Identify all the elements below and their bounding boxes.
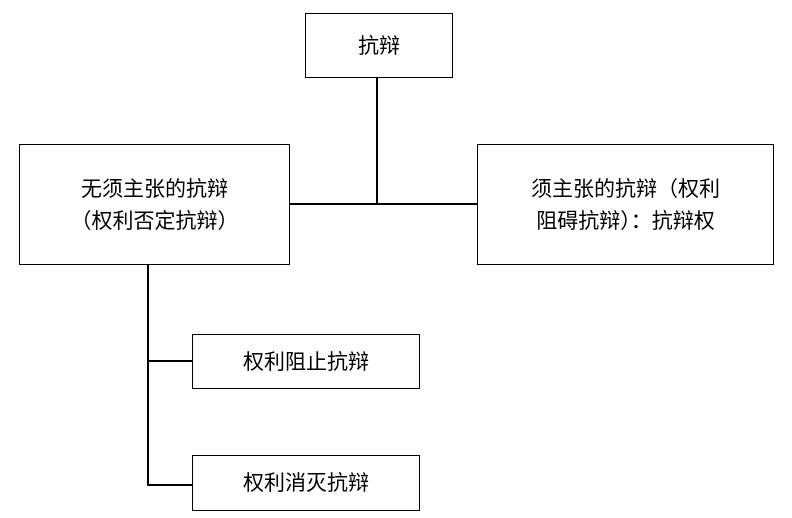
children-trunk-line [147,264,149,485]
branch-connector-line [289,203,477,205]
root-node-label: 抗辩 [358,33,400,58]
root-node: 抗辩 [305,13,453,78]
child-node-1: 权利阻止抗辩 [192,334,420,389]
child-node-2: 权利消灭抗辩 [192,455,420,511]
child-node-2-label: 权利消灭抗辩 [243,471,369,495]
right-node: 须主张的抗辩（权利 阻碍抗辩）：抗辩权 [477,144,774,265]
child-node-1-label: 权利阻止抗辩 [243,349,369,374]
child-connector-line-2 [147,484,193,486]
right-node-label-line2: 阻碍抗辩）：抗辩权 [536,208,715,233]
child-connector-line-1 [147,360,193,362]
left-node-label-line2: （权利否定抗辩） [70,208,239,233]
left-node-label-line1: 无须主张的抗辩 [81,176,228,201]
root-connector-line [376,77,378,204]
left-node: 无须主张的抗辩 （权利否定抗辩） [19,144,290,265]
right-node-label-line1: 须主张的抗辩（权利 [531,176,720,201]
